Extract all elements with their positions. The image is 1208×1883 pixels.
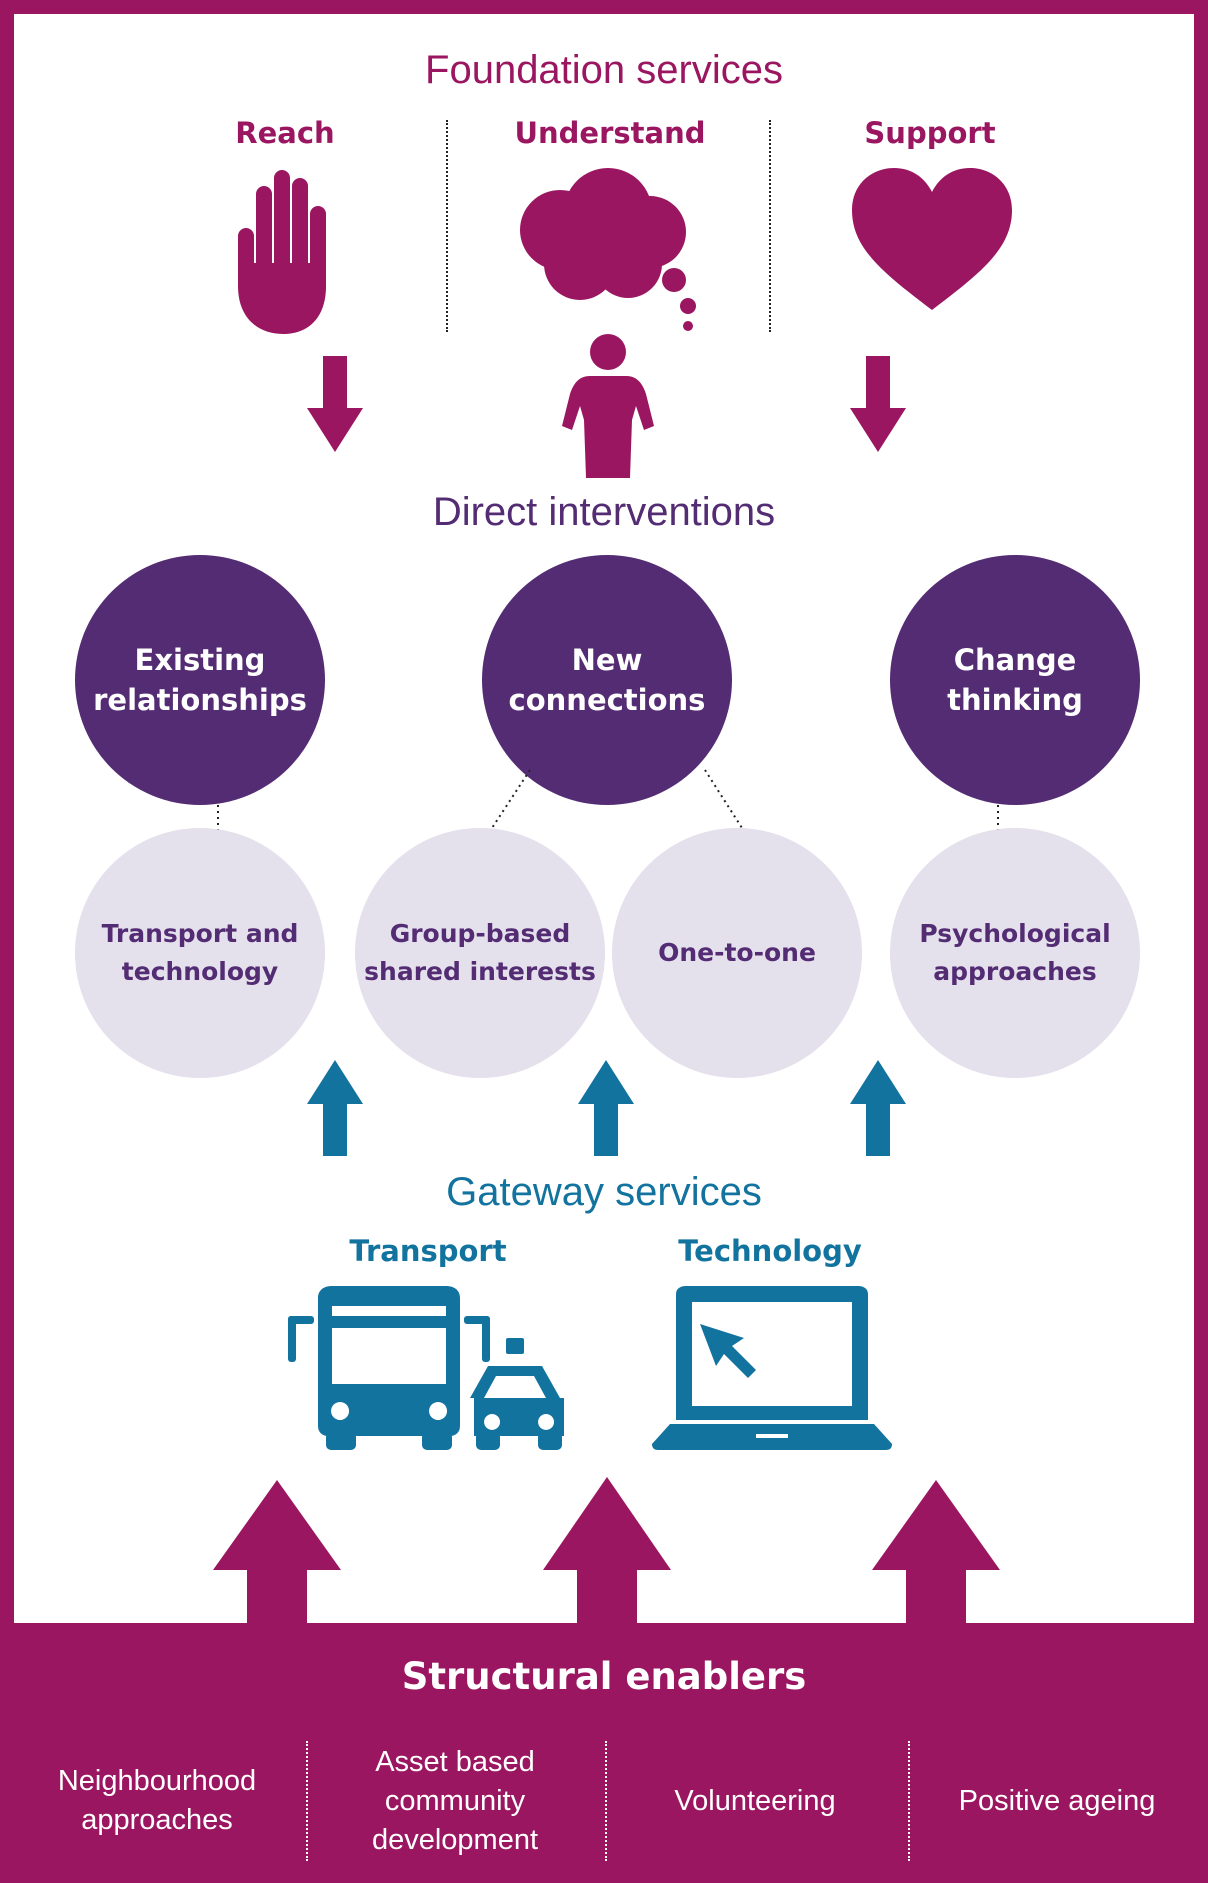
gateway-title: Gateway services: [446, 1170, 762, 1214]
transport-label: Transport: [349, 1234, 507, 1268]
enabler-divider-2: [605, 1741, 607, 1861]
transport-technology-circle: Transport and technology: [75, 828, 325, 1078]
psychological-approaches-label: Psychological approaches: [919, 919, 1111, 986]
change-thinking-label: Change thinking: [947, 643, 1083, 717]
one-to-one-circle: One-to-one: [612, 828, 862, 1078]
arrow-up-magenta-3: [872, 1480, 1000, 1625]
psychological-approaches-circle: Psychological approaches: [890, 828, 1140, 1078]
structural-enablers-panel: Structural enablers Neighbourhood approa…: [0, 1623, 1208, 1883]
laptop-icon: [652, 1286, 892, 1450]
understand-label: Understand: [514, 116, 706, 150]
structural-title: Structural enablers: [401, 1655, 807, 1698]
new-connections-circle: New connections: [482, 555, 732, 805]
group-based-label: Group-based shared interests: [364, 919, 596, 986]
arrow-up-teal-1: [307, 1060, 363, 1156]
change-thinking-circle: Change thinking: [890, 555, 1140, 805]
transport-technology-label: Transport and technology: [101, 919, 299, 986]
group-based-circle: Group-based shared interests: [355, 828, 605, 1078]
arrow-down-reach: [307, 356, 363, 452]
new-connections-label: New connections: [508, 643, 706, 717]
arrow-up-teal-3: [850, 1060, 906, 1156]
enabler-asset-based: Asset based community development: [371, 1745, 539, 1856]
existing-relationships-circle: Existing relationships: [75, 555, 325, 805]
enabler-positive-ageing: Positive ageing: [958, 1784, 1156, 1817]
enabler-neighbourhood: Neighbourhood approaches: [57, 1765, 257, 1836]
reach-label: Reach: [235, 116, 335, 150]
enabler-volunteering: Volunteering: [674, 1784, 836, 1817]
bus-taxi-icon: [288, 1286, 564, 1450]
enabler-divider-3: [908, 1741, 910, 1861]
heart-icon: [852, 168, 1012, 310]
thought-cloud-person-icon: [520, 168, 696, 478]
support-label: Support: [864, 116, 996, 150]
one-to-one-label: One-to-one: [658, 938, 816, 967]
direct-title: Direct interventions: [432, 490, 776, 534]
existing-relationships-label: Existing relationships: [93, 643, 307, 717]
foundation-divider-2: [769, 120, 771, 332]
connector-lines: [217, 769, 999, 830]
hand-icon: [238, 170, 326, 334]
foundation-title: Foundation services: [425, 48, 783, 92]
arrow-up-magenta-2: [543, 1477, 671, 1625]
foundation-divider-1: [446, 120, 448, 332]
arrow-up-teal-2: [578, 1060, 634, 1156]
enabler-divider-1: [306, 1741, 308, 1861]
arrow-up-magenta-1: [213, 1480, 341, 1625]
arrow-down-support: [850, 356, 906, 452]
technology-label: Technology: [678, 1234, 862, 1268]
